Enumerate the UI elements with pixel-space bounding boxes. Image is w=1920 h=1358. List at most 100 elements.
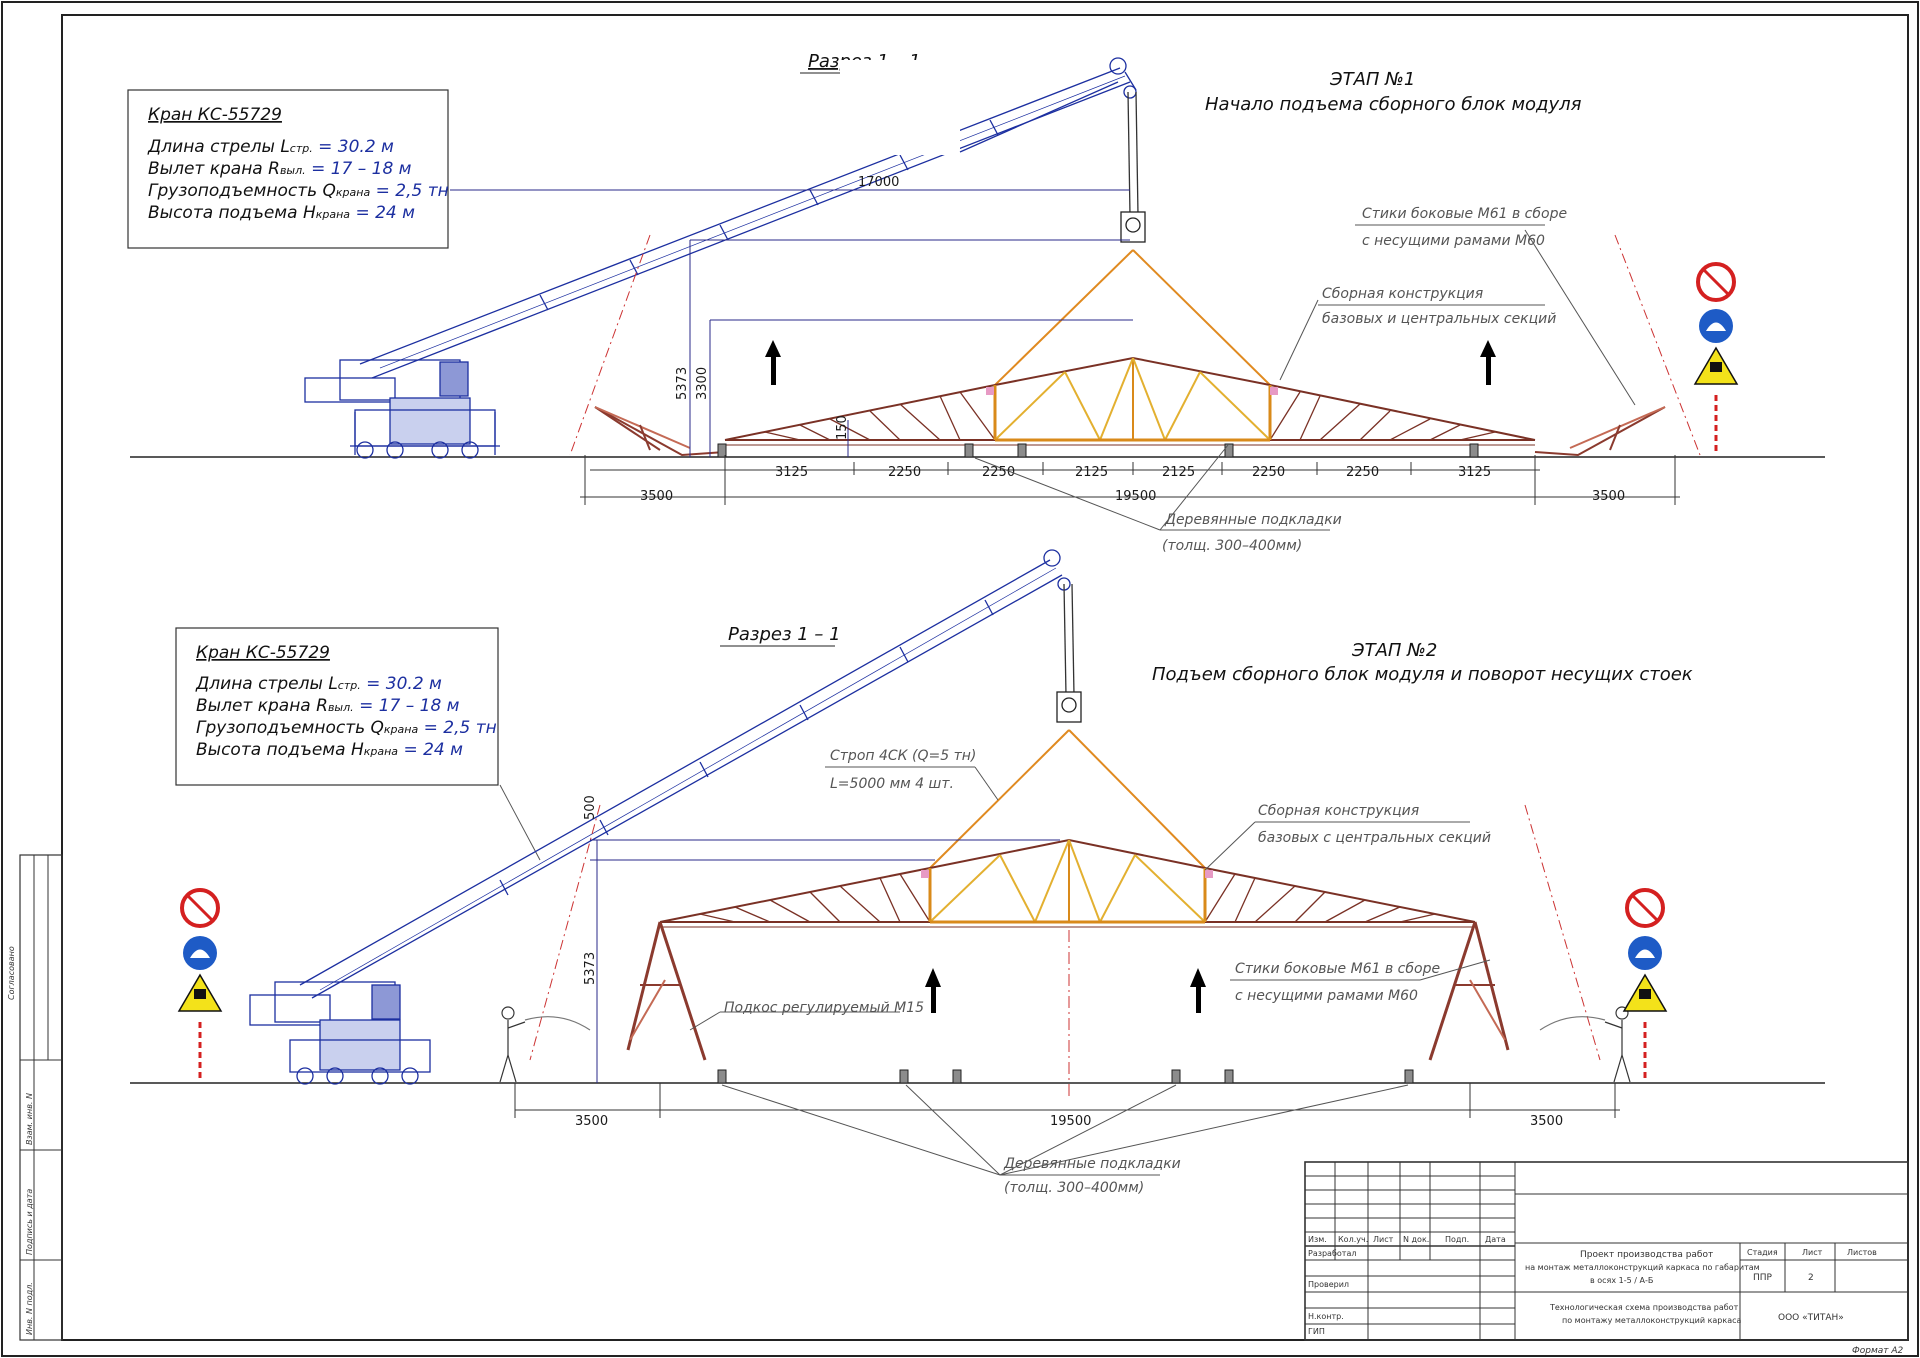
stage2-callout-pads: Деревянные подкладки	[1003, 1156, 1181, 1172]
tb-doc-line-2: по монтажу металлоконструкций каркаса	[1562, 1316, 1742, 1325]
svg-text:Грузоподъемность Qкрана = 2,5: Грузоподъемность Qкрана = 2,5 тн	[196, 718, 497, 738]
stage2-spec-value: = 30.2 м	[366, 674, 442, 694]
segment-dim: 2125	[1075, 465, 1108, 480]
tb-sheets-header: Листов	[1847, 1248, 1877, 1257]
tb-row-label: Н.контр.	[1308, 1312, 1344, 1321]
segment-dim: 2250	[1346, 465, 1379, 480]
stage-2: Разрез 1 – 1 ЭТАП №2 Подъем сборного бло…	[130, 549, 1825, 1196]
svg-text:Вылет крана Rвыл. = 17 – 18 м: Вылет крана Rвыл. = 17 – 18 м	[196, 696, 460, 716]
svg-text:Грузоподъемность Qкрана = 2,5: Грузоподъемность Qкрана = 2,5 тн	[148, 181, 449, 201]
svg-text:Высота подъема Hкрана = 24 м: Высота подъема Hкрана = 24 м	[196, 740, 463, 760]
stage2-crane	[249, 549, 1082, 1085]
svg-text:Высота подъема Hкрана = 24 м: Высота подъема Hкрана = 24 м	[148, 203, 415, 223]
stage2-spec-sub: выл.	[328, 701, 354, 714]
stage2-callout-sling-2: L=5000 мм 4 шт.	[830, 776, 954, 792]
stage1-spec-label: Грузоподъемность Q	[148, 181, 336, 201]
stage2-callout-assembly-2: базовых с центральных секций	[1258, 830, 1491, 846]
stage2-callout-side-posts: Стики боковые М61 в сборе	[1235, 961, 1440, 977]
tb-format: Формат А2	[1852, 1346, 1904, 1356]
stage1-dim-height-1: 5373	[675, 367, 690, 400]
stage2-callout-leaders	[689, 766, 1491, 1176]
stage1-callout-side-posts: Стики боковые М61 в сборе	[1362, 206, 1567, 222]
stage2-title: ЭТАП №2	[1351, 640, 1437, 661]
stage2-dimensions	[514, 839, 1620, 1118]
svg-text:Длина стрелы Lстр. = 30.2 м: Длина стрелы Lстр. = 30.2 м	[147, 137, 394, 157]
tb-project-line-1: Проект производства работ	[1580, 1250, 1713, 1260]
stage2-spec-label: Высота подъема H	[196, 740, 364, 760]
stage2-spec-value: = 24 м	[403, 740, 463, 760]
stamp-inv-change: Взам. инв. N	[25, 1093, 34, 1145]
stage2-callout-brace: Подкос регулируемый М15	[724, 1000, 924, 1016]
tb-row-label: Разработал	[1308, 1249, 1356, 1258]
stage2-dim-side-left: 3500	[575, 1114, 608, 1129]
stage1-slings	[994, 249, 1271, 386]
stage2-truss	[626, 838, 1510, 1061]
svg-text:Вылет крана Rвыл. = 17 – 18 м: Вылет крана Rвыл. = 17 – 18 м	[148, 159, 412, 179]
tb-col-header: Подп.	[1445, 1235, 1469, 1244]
stage1-segment-dims: 3125 2250 2250 2125 2125 2250 2250 3125	[724, 462, 1491, 480]
title-block	[1304, 1161, 1909, 1341]
segment-dim: 2250	[1252, 465, 1285, 480]
stage2-subtitle: Подъем сборного блок модуля и поворот не…	[1152, 664, 1693, 685]
title-block-text: Изм. Кол.уч. Лист N док. Подп. Дата Разр…	[1308, 1235, 1904, 1356]
stage1-callout-assembly-2: базовых и центральных секций	[1322, 311, 1556, 327]
tb-stage-header: Стадия	[1747, 1248, 1778, 1257]
stage1-crane-spec-box: Кран КС-55729 Длина стрелы Lстр. = 30.2 …	[127, 89, 449, 249]
stage1-spec-sub: крана	[336, 186, 371, 199]
stamp-sign-date: Подпись и дата	[25, 1189, 34, 1255]
stage-1: Разрез 1 – 1 ЭТАП №1 Начало подъема сбор…	[127, 51, 1825, 554]
stage1-crane-name: Кран КС-55729	[148, 105, 282, 125]
stage1-dim-height-2: 3300	[695, 367, 710, 400]
tb-project-line-3: в осях 1-5 / А-Б	[1590, 1276, 1653, 1285]
stage1-truss	[594, 356, 1666, 457]
stage2-spec-label: Длина стрелы L	[195, 674, 338, 694]
stage2-callout-pads-2: (толщ. 300–400мм)	[1004, 1180, 1144, 1196]
segment-dim: 2250	[982, 465, 1015, 480]
stage1-dim-side-left: 3500	[640, 489, 673, 504]
stage1-callout-pads: Деревянные подкладки	[1164, 512, 1342, 528]
stage1-spec-value: = 2,5 тн	[376, 181, 449, 201]
stage1-dim-side-right: 3500	[1592, 489, 1625, 504]
stage2-callout-side-posts-2: с несущими рамами М60	[1235, 988, 1418, 1004]
stage1-safety-signs	[1693, 262, 1739, 455]
inner-frame	[61, 14, 1909, 1341]
stage2-spec-label: Вылет крана R	[196, 696, 328, 716]
stage2-callout-assembly: Сборная конструкция	[1258, 803, 1419, 819]
stage1-dim-radius: 17000	[858, 175, 899, 190]
stage1-lift-arrows	[765, 340, 1496, 385]
tb-project-line-2: на монтаж металлоконструкций каркаса по …	[1525, 1263, 1760, 1272]
stage1-spec-label: Вылет крана R	[148, 159, 280, 179]
tb-col-header: Кол.уч.	[1338, 1235, 1368, 1244]
tb-sheet-value: 2	[1808, 1273, 1814, 1283]
stage1-spec-label: Длина стрелы L	[147, 137, 290, 157]
stage2-spec-sub: крана	[364, 745, 399, 758]
svg-text:Длина стрелы Lстр. = 30.2 м: Длина стрелы Lстр. = 30.2 м	[195, 674, 442, 694]
stage2-dim-side-right: 3500	[1530, 1114, 1563, 1129]
stage2-dim-height-1: 5373	[583, 952, 598, 985]
stage1-dimensions	[450, 189, 1680, 505]
tb-col-header: Изм.	[1308, 1235, 1327, 1244]
segment-dim: 3125	[1458, 465, 1491, 480]
stage2-safety-signs-right	[1622, 888, 1668, 1082]
tb-stage-value: ППР	[1753, 1273, 1773, 1283]
stage1-callout-assembly: Сборная конструкция	[1322, 286, 1483, 302]
stage2-workers	[499, 1006, 1631, 1083]
stage2-dim-total: 19500	[1050, 1114, 1091, 1129]
tb-row-label: Проверил	[1308, 1280, 1349, 1289]
tb-row-label: ГИП	[1308, 1327, 1325, 1336]
stage1-dim-height-3: 150	[835, 415, 850, 440]
stamp-agreed: Согласовано	[7, 946, 16, 1000]
stage2-crane-name: Кран КС-55729	[196, 643, 330, 663]
tb-col-header: Дата	[1485, 1235, 1506, 1244]
stage1-spec-value: = 30.2 м	[318, 137, 394, 157]
stage2-slings	[929, 729, 1206, 869]
stage2-spec-sub: стр.	[338, 679, 361, 692]
segment-dim: 2250	[888, 465, 921, 480]
stage1-spec-label: Высота подъема H	[148, 203, 316, 223]
stage1-danger-zone	[569, 234, 1701, 456]
side-stamp: Согласовано Взам. инв. N Подпись и дата …	[7, 854, 63, 1341]
stage1-spec-sub: выл.	[280, 164, 306, 177]
stage2-section-label: Разрез 1 – 1	[728, 624, 841, 645]
stage1-spec-sub: стр.	[290, 142, 313, 155]
stage2-callout-sling: Строп 4СК (Q=5 тн)	[830, 748, 976, 764]
